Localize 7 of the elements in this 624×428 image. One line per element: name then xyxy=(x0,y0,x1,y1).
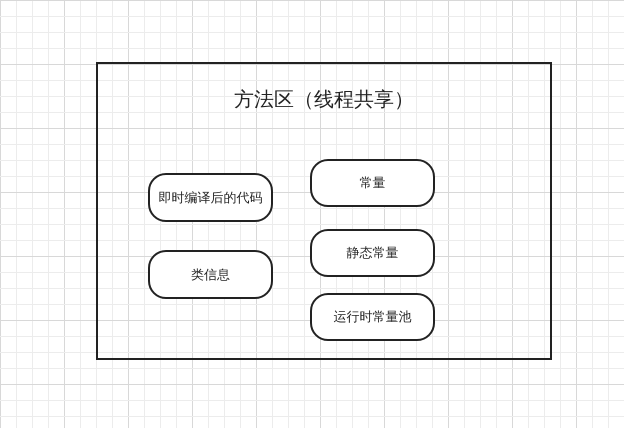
rounded-box: 常量 xyxy=(310,159,435,207)
rounded-box: 运行时常量池 xyxy=(310,293,435,341)
rounded-box: 静态常量 xyxy=(310,229,435,277)
box-title: 方法区（线程共享） xyxy=(233,86,415,113)
method-area-box xyxy=(96,62,552,360)
rounded-box: 即时编译后的代码 xyxy=(148,173,273,222)
rounded-box: 类信息 xyxy=(148,250,273,299)
